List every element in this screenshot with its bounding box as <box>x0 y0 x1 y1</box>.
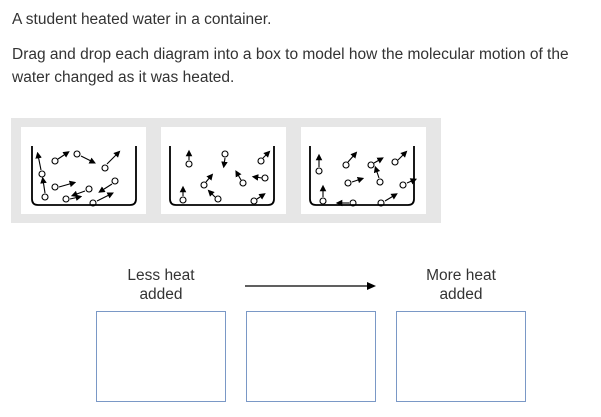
increasing-heat-arrow <box>245 282 376 290</box>
draggable-diagram-3[interactable] <box>301 127 426 214</box>
more-heat-label: More heat added <box>426 267 496 303</box>
drop-box-2[interactable] <box>246 311 376 402</box>
molecule-diagram-3 <box>309 146 418 207</box>
draggable-diagram-2[interactable] <box>161 127 286 214</box>
question-intro: A student heated water in a container. <box>12 11 272 28</box>
diagram-tray <box>11 118 441 223</box>
question-instruction: Drag and drop each diagram into a box to… <box>12 46 569 86</box>
less-heat-label: Less heat added <box>127 267 195 303</box>
drop-box-3[interactable] <box>396 311 526 402</box>
draggable-diagram-1[interactable] <box>21 127 146 214</box>
molecule-diagram-1 <box>31 146 137 207</box>
drop-box-1[interactable] <box>96 311 226 402</box>
molecule-diagram-2 <box>169 146 275 206</box>
